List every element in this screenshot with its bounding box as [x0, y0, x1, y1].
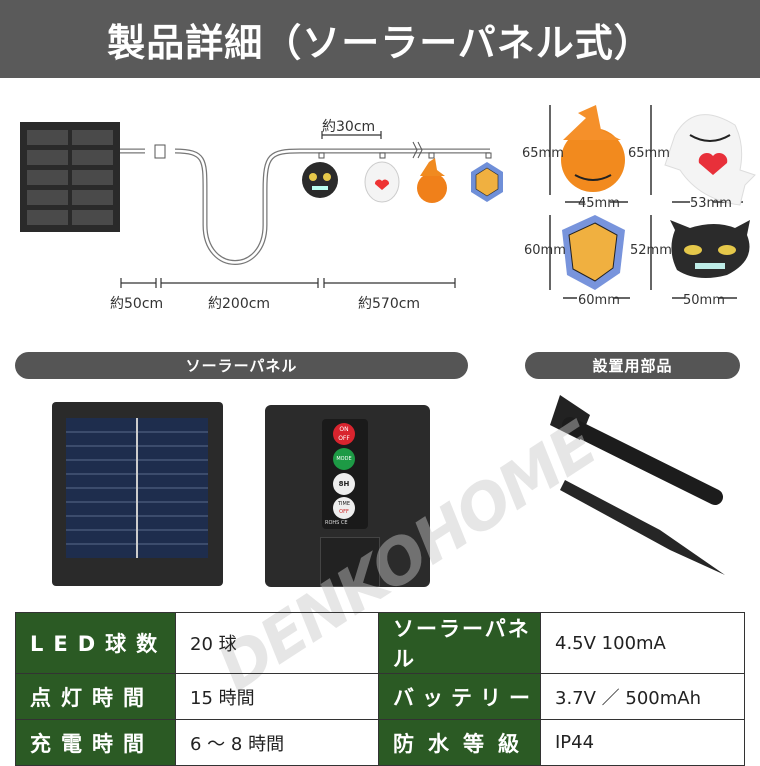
spec-value: 6 ～ 8 時間: [175, 719, 379, 766]
timer-button[interactable]: 8H: [333, 473, 355, 495]
pumpkin-width: 45mm: [578, 196, 620, 211]
spiderweb-light-icon: [471, 162, 503, 202]
mode-button[interactable]: MODE: [333, 448, 355, 470]
spacing-label: 約30cm: [322, 119, 376, 135]
spec-value: 20 球: [175, 612, 379, 674]
table-row: 充電時間 6 ～ 8 時間 防水等級 IP44: [15, 719, 745, 766]
spec-label: 防水等級: [378, 719, 541, 766]
light-sizes-figure: [549, 105, 756, 299]
page-title: 製品詳細（ソーラーパネル式）: [107, 20, 653, 65]
section-solar-panel: ソーラーパネル: [15, 352, 468, 379]
pumpkin-icon: [561, 105, 625, 192]
table-row: 点灯時間 15 時間 バッテリー 3.7V ／ 500mAh: [15, 673, 745, 720]
length-label-panel: 約50cm: [110, 296, 164, 312]
pumpkin-light-icon: [417, 158, 447, 203]
spec-value: 4.5V 100mA: [540, 612, 745, 674]
spiderweb-height: 60mm: [524, 243, 566, 258]
string-light-diagram: [20, 122, 503, 288]
ghost-icon: [664, 114, 756, 206]
cat-height: 52mm: [630, 243, 672, 258]
cat-light-icon: [302, 162, 338, 198]
pumpkin-height: 65mm: [522, 146, 564, 161]
ghost-height: 65mm: [628, 146, 670, 161]
cat-icon: [670, 220, 750, 279]
section-installation-parts: 設置用部品: [525, 352, 740, 379]
table-row: LED球数 20 球 ソーラーパネル 4.5V 100mA: [15, 612, 745, 674]
certification-marks: ROHS CE: [325, 520, 348, 526]
spec-label: 充電時間: [15, 719, 176, 766]
installation-stake-image: [550, 395, 725, 575]
header-banner: 製品詳細（ソーラーパネル式）: [0, 0, 760, 78]
spec-value: 3.7V ／ 500mAh: [540, 673, 745, 720]
spiderweb-width: 60mm: [578, 293, 620, 308]
spec-label: 点灯時間: [15, 673, 176, 720]
solar-panel-front-image: [52, 402, 223, 586]
spec-label: バッテリー: [378, 673, 541, 720]
spiderweb-icon: [562, 215, 625, 290]
spec-label: ソーラーパネル: [378, 612, 541, 674]
spec-table: LED球数 20 球 ソーラーパネル 4.5V 100mA 点灯時間 15 時間…: [15, 612, 745, 766]
length-label-lights: 約570cm: [358, 296, 421, 312]
connector-icon: [154, 144, 166, 159]
solar-panel-icon: [20, 122, 120, 232]
spec-value: IP44: [540, 719, 745, 766]
spec-value: 15 時間: [175, 673, 379, 720]
ghost-width: 53mm: [690, 196, 732, 211]
spec-label: LED球数: [15, 612, 176, 674]
ghost-light-icon: [364, 161, 400, 203]
stake-socket: [320, 537, 380, 587]
length-label-lead: 約200cm: [208, 296, 271, 312]
cat-width: 50mm: [683, 293, 725, 308]
